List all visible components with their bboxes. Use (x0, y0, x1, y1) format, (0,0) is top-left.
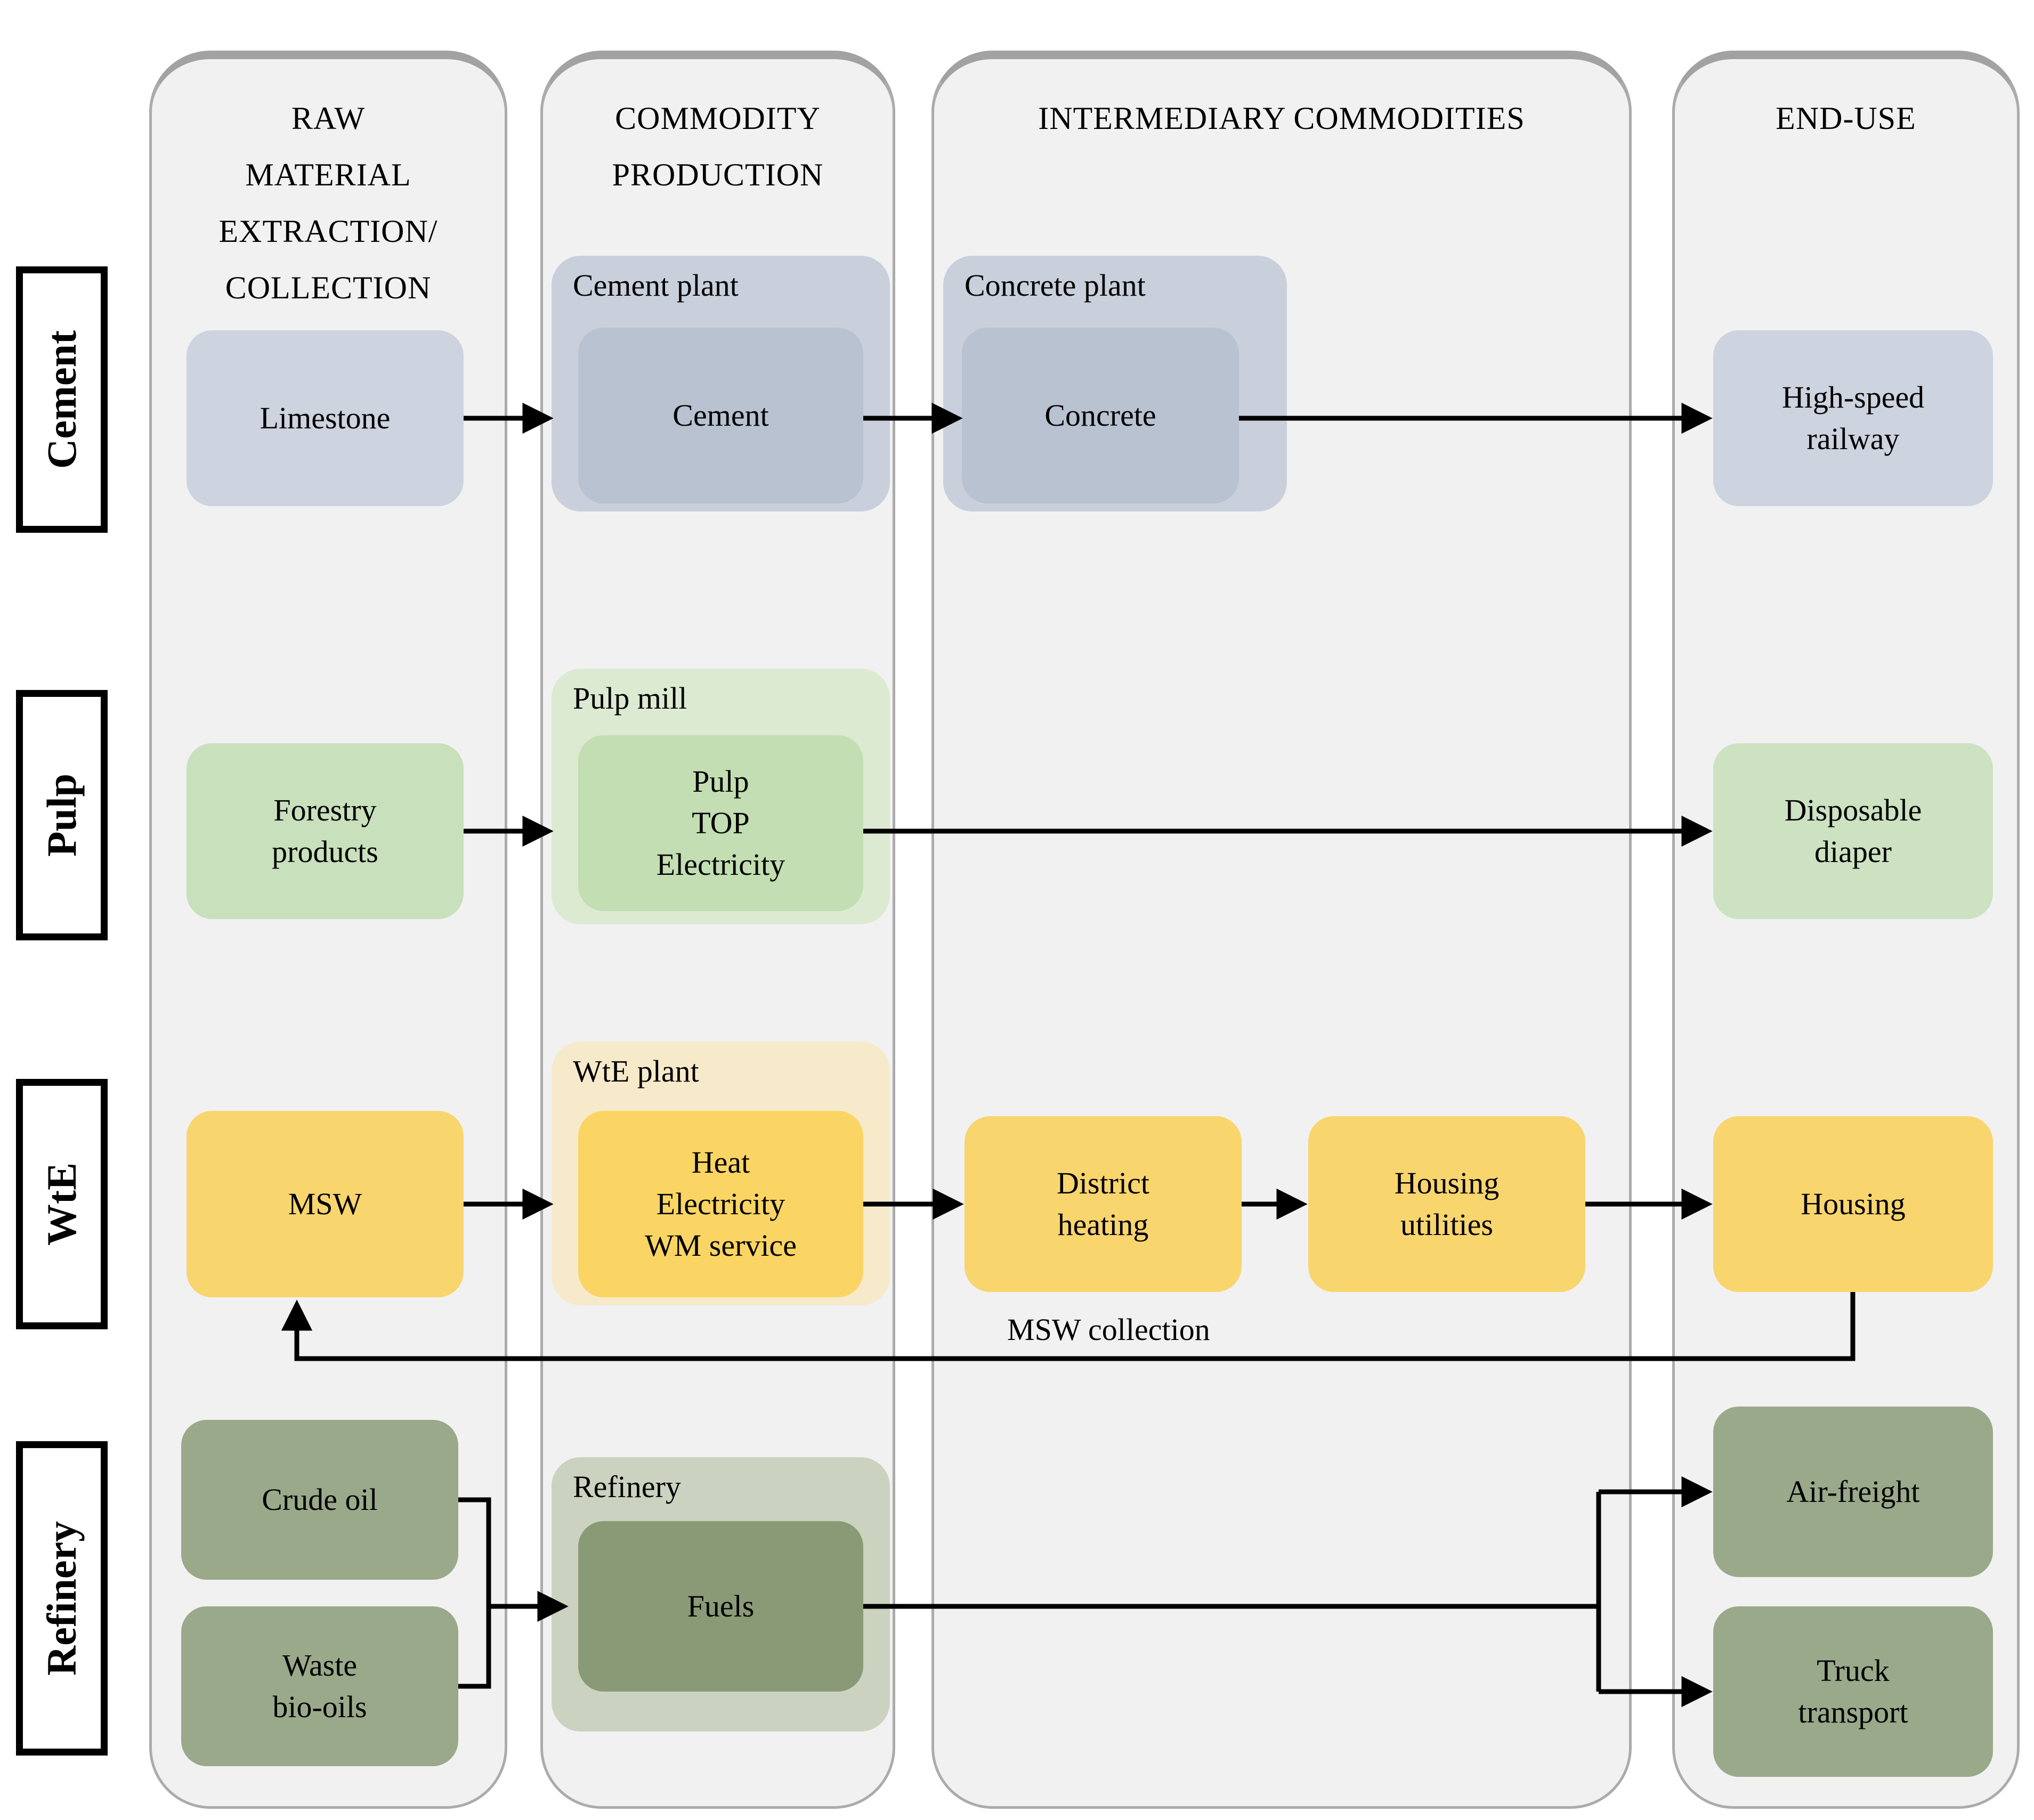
column-header-raw-material: RAW MATERIAL EXTRACTION/ COLLECTION (218, 101, 438, 305)
node-msw: MSW (187, 1111, 464, 1297)
node-crude-oil-label: Crude oil (262, 1482, 378, 1517)
row-label-refinery-text: Refinery (38, 1521, 85, 1676)
node-heat-electricity-wm-service: Heat Electricity WM service (578, 1111, 863, 1297)
node-crude-oil: Crude oil (181, 1420, 458, 1580)
node-waste-bio-oils-label: Waste bio-oils (272, 1648, 367, 1724)
group-pulp-mill-label: Pulp mill (573, 681, 687, 716)
group-wte-plant-label: WtE plant (573, 1054, 699, 1088)
node-cement: Cement (578, 328, 863, 503)
node-truck-transport: Truck transport (1713, 1606, 1993, 1777)
node-heat-electricity-wm-service-label: Heat Electricity WM service (644, 1145, 797, 1263)
node-waste-bio-oils: Waste bio-oils (181, 1606, 458, 1766)
row-label-refinery: Refinery (16, 1441, 108, 1756)
node-disposable-diaper: Disposable diaper (1713, 743, 1993, 919)
node-high-speed-railway: High-speed railway (1713, 330, 1993, 506)
node-housing-label: Housing (1801, 1187, 1906, 1221)
node-cement-label: Cement (672, 398, 769, 433)
column-header-intermediary-commodities: INTERMEDIARY COMMODITIES (1038, 101, 1525, 136)
node-concrete: Concrete (962, 328, 1239, 503)
row-label-wte-text: WtE (38, 1163, 85, 1246)
node-forestry-products: Forestry products (187, 743, 464, 919)
node-pulp-top-electricity-label: Pulp TOP Electricity (656, 764, 785, 882)
node-forestry-products-label: Forestry products (272, 793, 378, 869)
node-limestone: Limestone (187, 330, 464, 506)
node-fuels: Fuels (578, 1521, 863, 1692)
node-limestone-label: Limestone (260, 401, 391, 435)
row-label-wte: WtE (16, 1079, 108, 1329)
row-label-pulp: Pulp (16, 690, 108, 940)
node-pulp-top-electricity: Pulp TOP Electricity (578, 735, 863, 911)
node-disposable-diaper-label: Disposable diaper (1784, 793, 1922, 869)
node-district-heating: District heating (965, 1116, 1242, 1292)
node-concrete-label: Concrete (1044, 398, 1156, 433)
node-air-freight-label: Air-freight (1786, 1474, 1920, 1509)
column-header-end-use: END-USE (1776, 101, 1916, 136)
node-truck-transport-label: Truck transport (1798, 1653, 1908, 1729)
node-air-freight: Air-freight (1713, 1407, 1993, 1577)
row-label-pulp-text: Pulp (38, 773, 85, 857)
node-housing-utilities: Housing utilities (1308, 1116, 1585, 1292)
node-housing-utilities-label: Housing utilities (1394, 1166, 1500, 1242)
group-refinery-label: Refinery (573, 1469, 681, 1504)
edge-label-msw-collection: MSW collection (1007, 1312, 1210, 1347)
group-concrete-plant-label: Concrete plant (965, 268, 1146, 303)
node-high-speed-railway-label: High-speed railway (1781, 380, 1925, 456)
group-cement-plant-label: Cement plant (573, 268, 739, 303)
node-housing: Housing (1713, 1116, 1993, 1292)
row-label-cement-text: Cement (38, 330, 85, 469)
node-district-heating-label: District heating (1057, 1166, 1149, 1242)
node-msw-label: MSW (288, 1187, 362, 1221)
node-fuels-label: Fuels (687, 1589, 755, 1623)
row-label-cement: Cement (16, 266, 108, 533)
column-header-commodity-production: COMMODITY PRODUCTION (612, 101, 824, 192)
